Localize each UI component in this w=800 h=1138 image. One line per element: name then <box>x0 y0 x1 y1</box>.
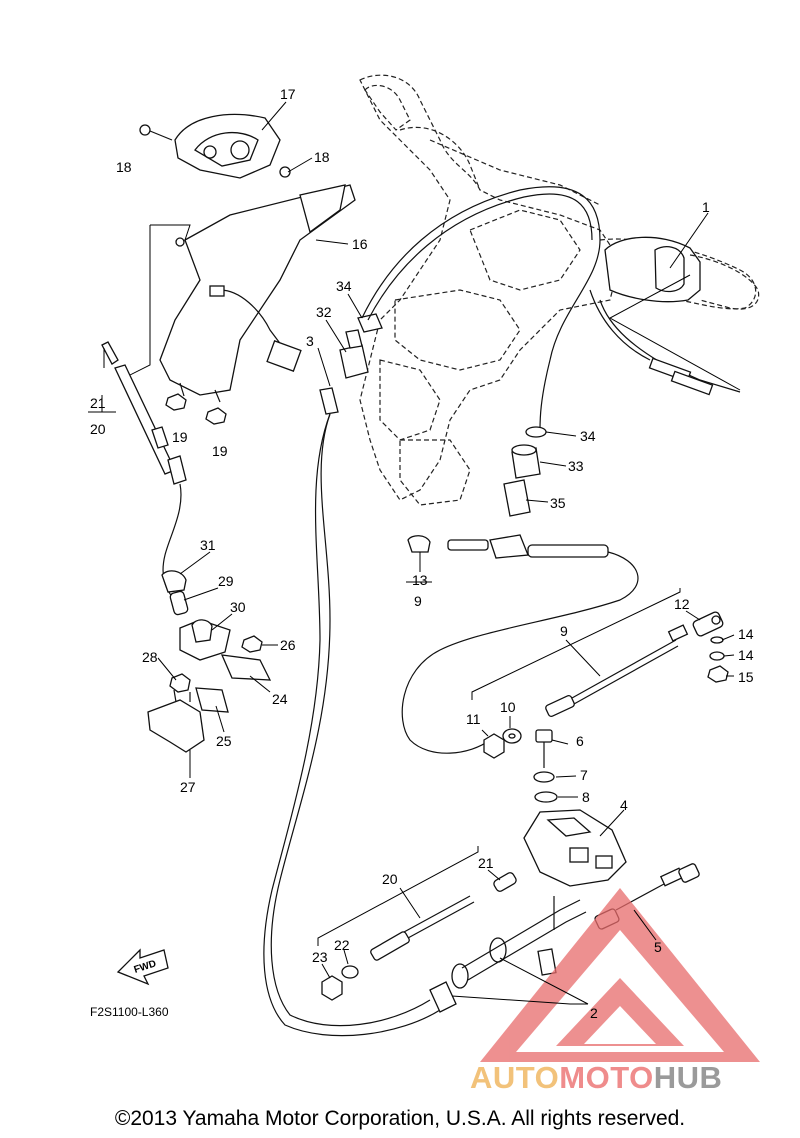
nut-15 <box>707 665 729 683</box>
callout-25: 25 <box>216 733 232 749</box>
callout-26: 26 <box>280 637 296 653</box>
washer-14-a <box>710 636 724 644</box>
holder-30 <box>179 619 231 661</box>
steering-column-outline <box>359 74 757 506</box>
bolt-6 <box>535 729 553 768</box>
watermark-triangle <box>480 888 760 1062</box>
cable-3 <box>263 387 441 1037</box>
callout-20-lower: 20 <box>382 871 398 887</box>
callout-7: 7 <box>580 767 588 783</box>
callout-9: 9 <box>560 623 568 639</box>
group-label-9: 9 <box>414 593 422 609</box>
callout-14a: 14 <box>738 626 754 642</box>
cable-20-lower <box>370 895 475 961</box>
callout-22: 22 <box>334 937 350 953</box>
plate-24 <box>220 654 272 681</box>
steering-cable-arc <box>361 186 601 431</box>
clamp-31 <box>161 570 187 593</box>
nut-19-right <box>205 407 227 425</box>
holder-4 <box>523 809 627 887</box>
nut-19-left <box>165 393 187 411</box>
cable-20-left <box>101 341 187 601</box>
cable-2 <box>429 896 587 1013</box>
automotohub-watermark-logo: AUTOMOTOHUB <box>470 1060 790 1095</box>
callout-6: 6 <box>576 733 584 749</box>
nut-26 <box>241 635 263 653</box>
collar-34-lower <box>525 426 547 438</box>
bracket-27 <box>147 689 205 753</box>
callout-5: 5 <box>654 939 662 955</box>
callout-17: 17 <box>280 86 296 102</box>
callout-18a: 18 <box>116 159 132 175</box>
callout-24: 24 <box>272 691 288 707</box>
parts-diagram: FWD <box>88 74 760 1062</box>
bolt-18-left <box>139 124 173 141</box>
callout-32: 32 <box>316 304 332 320</box>
callout-21-lower: 21 <box>478 855 494 871</box>
collar-29 <box>169 590 189 616</box>
callout-29: 29 <box>218 573 234 589</box>
callout-34b: 34 <box>580 428 596 444</box>
callout-18b: 18 <box>314 149 330 165</box>
washer-8 <box>534 791 558 803</box>
nut-11 <box>483 733 505 759</box>
washer-7 <box>533 771 555 783</box>
boot-32 <box>339 329 369 379</box>
nut-23 <box>321 975 343 1001</box>
sleeve-21-lower <box>493 872 517 892</box>
callout-19b: 19 <box>212 443 228 459</box>
callout-16: 16 <box>352 236 368 252</box>
callout-34a: 34 <box>336 278 352 294</box>
callout-10: 10 <box>500 699 516 715</box>
callout-11: 11 <box>466 711 481 727</box>
callout-31: 31 <box>200 537 216 553</box>
cable-9-upper <box>401 534 639 754</box>
washer-14-b <box>709 651 725 661</box>
callout-15: 15 <box>738 669 754 685</box>
logo-word-moto: MOTO <box>559 1060 654 1095</box>
group-label-20: 20 <box>90 421 106 437</box>
callout-1: 1 <box>702 199 710 215</box>
bracket-assembly <box>159 113 356 403</box>
callout-23: 23 <box>312 949 328 965</box>
callout-28: 28 <box>142 649 158 665</box>
bolt-18-right <box>279 166 291 178</box>
callout-35: 35 <box>550 495 566 511</box>
callout-30: 30 <box>230 599 246 615</box>
boot-33 <box>511 444 541 479</box>
callout-12: 12 <box>674 596 690 612</box>
drawing-code: F2S1100-L360 <box>90 1005 169 1019</box>
logo-word-hub: HUB <box>653 1060 723 1095</box>
callout-13: 13 <box>412 572 428 588</box>
callouts: 1 2 3 4 5 6 7 8 9 10 11 12 13 14 14 15 1… <box>90 86 754 1021</box>
callout-33: 33 <box>568 458 584 474</box>
group-label-21: 21 <box>90 395 106 411</box>
washer-10 <box>502 728 522 744</box>
callout-14b: 14 <box>738 647 754 663</box>
callout-2: 2 <box>590 1005 598 1021</box>
sleeve-35 <box>503 479 531 517</box>
callout-19a: 19 <box>172 429 188 445</box>
copyright-notice: ©2013 Yamaha Motor Corporation, U.S.A. A… <box>114 1107 686 1130</box>
washer-22 <box>341 965 359 979</box>
leader-lines <box>88 101 735 1005</box>
callout-27: 27 <box>180 779 196 795</box>
rod-end-12 <box>692 611 724 637</box>
logo-word-auto: AUTO <box>470 1060 560 1095</box>
callout-4: 4 <box>620 797 628 813</box>
fwd-arrow: FWD <box>116 948 169 986</box>
cable-10 <box>545 624 689 718</box>
callout-8: 8 <box>582 789 590 805</box>
plate-25 <box>195 687 229 713</box>
callout-3: 3 <box>306 333 314 349</box>
